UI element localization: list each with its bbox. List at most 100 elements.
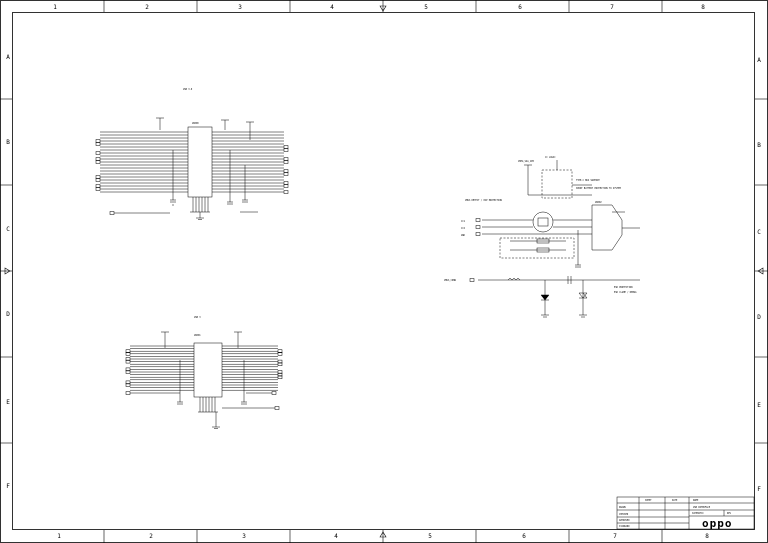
net-port — [95, 142, 101, 146]
column-labels-bottom: 1 2 3 4 5 6 7 8 — [57, 533, 709, 540]
col-label-bottom: 4 — [334, 533, 338, 540]
net-port — [283, 184, 289, 188]
row-labels-left: A B C D E F — [6, 54, 10, 490]
net-port — [125, 349, 131, 353]
net-port — [95, 151, 101, 155]
column-labels-top: 1 2 3 4 5 6 7 8 — [53, 4, 705, 11]
net-port — [277, 372, 283, 377]
col-label-top: 1 — [53, 4, 57, 11]
upper-ic-title: USB 3.0 — [183, 88, 193, 91]
col-label-bottom: 3 — [242, 533, 246, 540]
title-header-date: DATE — [672, 499, 678, 502]
net-port — [125, 357, 131, 361]
row-label-right: B — [757, 142, 761, 149]
row-label-left: B — [6, 139, 10, 146]
right-ic-body — [591, 204, 623, 251]
right-note-1: TYPE-C BUS SUPPORT — [576, 179, 600, 182]
net-port — [125, 352, 131, 356]
net-port — [283, 148, 289, 152]
row-label-right: D — [757, 314, 761, 321]
title-row-approved: APPROVED — [619, 519, 630, 522]
net-port — [95, 178, 101, 182]
title-row-drawn: DRAWN — [619, 506, 626, 509]
net-label-cc1: CC1 — [461, 220, 466, 223]
lower-ic-title: USB 3 — [194, 316, 201, 319]
net-port — [125, 380, 131, 385]
row-labels-right: A B C D E F — [757, 57, 761, 493]
title-header-sheet: SHEET — [645, 499, 652, 502]
net-port — [125, 367, 131, 372]
row-label-right: C — [757, 229, 761, 236]
title-row-standard: STANDARD — [619, 525, 630, 528]
col-label-top: 6 — [518, 4, 522, 11]
net-label-cc2: CC2 — [461, 227, 466, 230]
net-port — [95, 187, 101, 191]
center-marks — [4, 5, 764, 538]
upper-ic-right-nets — [212, 131, 289, 194]
upper-ic-ref: U6000 — [192, 122, 199, 125]
col-label-top: 4 — [330, 4, 334, 11]
upper-ic-body — [187, 126, 213, 198]
row-label-left: A — [6, 54, 10, 61]
net-label-gnd: GND — [461, 234, 466, 237]
lower-ic-left-nets — [125, 345, 194, 391]
lower-ic-circuit — [125, 331, 283, 429]
row-label-right: E — [757, 402, 761, 409]
col-label-bottom: 7 — [613, 533, 617, 540]
col-label-top: 5 — [424, 4, 428, 11]
row-label-right: A — [757, 57, 761, 64]
net-port — [283, 181, 289, 185]
right-cc-circuit — [469, 160, 640, 318]
net-port — [277, 352, 283, 356]
net-port — [283, 169, 289, 173]
net-port — [125, 370, 131, 374]
col-label-bottom: 8 — [705, 533, 709, 540]
right-bottom-note-1: ESD PROTECTION — [614, 286, 633, 289]
net-port — [95, 160, 101, 164]
col-label-top: 8 — [701, 4, 705, 11]
net-port — [95, 175, 101, 179]
net-port — [277, 370, 283, 374]
title-project: USB INTERFACE — [693, 506, 711, 509]
title-header-name: NAME — [693, 499, 699, 502]
title-doc: SCHEMATIC — [692, 512, 705, 515]
net-port — [283, 190, 289, 194]
row-label-right: F — [757, 486, 761, 493]
right-ic-ref: U6002 — [595, 201, 602, 204]
title-block — [616, 496, 755, 530]
net-port — [283, 145, 289, 149]
net-label-vbus: VBUS_CONN — [444, 279, 457, 282]
right-title: CC LOGIC — [545, 156, 556, 159]
upper-ic-left-nets — [95, 131, 188, 193]
col-label-bottom: 6 — [522, 533, 526, 540]
col-label-top: 2 — [145, 4, 149, 11]
net-port — [283, 160, 289, 164]
net-port — [95, 139, 101, 143]
net-port — [125, 359, 131, 364]
title-row-checked: CHECKED — [619, 513, 629, 516]
lower-ic-ref: U6001 — [194, 334, 201, 337]
net-port — [277, 375, 283, 379]
net-port — [277, 362, 283, 366]
right-note-3: VBUS DETECT / OVP PROTECTION — [465, 199, 503, 202]
net-port — [283, 172, 289, 176]
right-bottom-note-2: ESD CLAMP / DEBUG — [614, 291, 637, 294]
net-label-vreg: VREG_S4A_1P8 — [518, 160, 534, 163]
net-port — [95, 184, 101, 188]
net-port — [277, 349, 283, 353]
row-label-left: F — [6, 483, 10, 490]
row-label-left: C — [6, 226, 10, 233]
net-port — [283, 157, 289, 161]
oppo-logo: oppo — [702, 517, 733, 530]
title-rev: REV — [727, 512, 732, 515]
lower-ic-right-nets — [222, 345, 283, 391]
row-label-left: E — [6, 399, 10, 406]
net-port — [125, 383, 131, 387]
col-label-bottom: 2 — [149, 533, 153, 540]
col-label-bottom: 1 — [57, 533, 61, 540]
lower-ic-body — [193, 342, 223, 398]
